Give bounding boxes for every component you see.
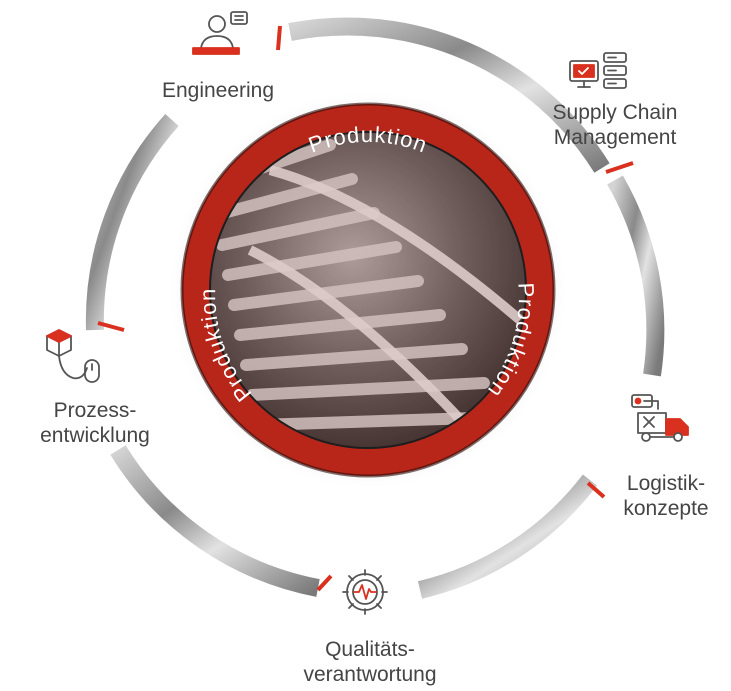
machinery-rod [246, 377, 490, 401]
machinery-rod [222, 241, 402, 281]
accent-tick-4 [316, 574, 333, 592]
accent-tick-3 [586, 481, 606, 499]
machinery-rod [234, 309, 446, 341]
node-label-line: Management [553, 126, 677, 149]
node-label-line: entwicklung [40, 424, 150, 447]
accent-ticks [97, 25, 634, 592]
node-label-line: Prozess- [53, 399, 137, 422]
accent-tick-1 [276, 25, 282, 51]
cube-mouse-icon [46, 329, 100, 383]
machinery-rod [210, 173, 358, 221]
ring-segment-prozess-engineering [85, 113, 179, 331]
node-label-qualitaet: Qualitäts- verantwortung [290, 637, 450, 687]
gear-wave-icon [342, 569, 388, 615]
node-label-engineering: Engineering [150, 78, 286, 103]
engineer-laptop-icon [192, 11, 248, 55]
ring-segment-engineering-supply [288, 17, 610, 173]
node-label-line: Engineering [161, 79, 275, 102]
machinery-rod [240, 343, 468, 371]
accent-tick-5 [97, 321, 125, 332]
node-label-line: Supply Chain [552, 101, 678, 124]
server-monitor-icon [569, 52, 627, 89]
ring-segment-supply-logistik [607, 175, 665, 377]
ring-segment-qualitaet-prozess [110, 445, 320, 597]
outer-ring [85, 17, 665, 599]
ring-segment-logistik-qualitaet [417, 474, 598, 599]
node-label-logistik: Logistik- konzepte [606, 471, 726, 521]
node-label-line: konzepte [623, 497, 709, 520]
node-label-line: Qualitäts- [325, 638, 415, 661]
node-label-prozess: Prozess- entwicklung [25, 398, 165, 448]
truck-icon [631, 394, 689, 442]
machinery-rod [216, 207, 380, 251]
center-machinery-image [210, 132, 526, 448]
node-label-line: Logistik- [626, 472, 706, 495]
accent-tick-2 [605, 161, 634, 174]
node-label-supply-chain: Supply Chain Management [530, 100, 700, 150]
node-label-line: verantwortung [303, 663, 437, 686]
